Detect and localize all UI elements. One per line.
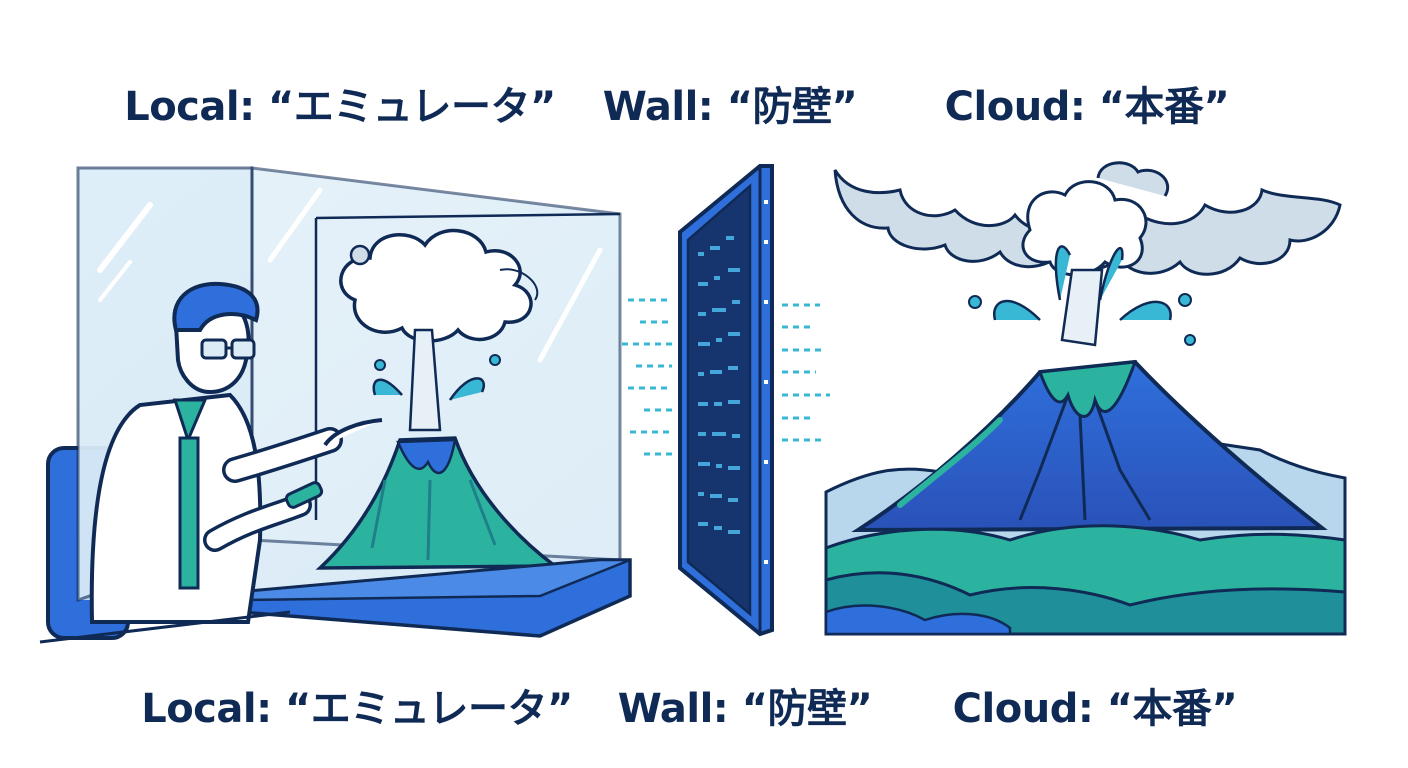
- cloud-volcano-scene: [824, 161, 1347, 636]
- firewall-panel-icon: [622, 164, 830, 637]
- label-local-bottom: Local: “エミュレータ”: [141, 686, 573, 732]
- large-volcano-icon: [851, 359, 1328, 533]
- small-volcano-icon: [315, 436, 561, 570]
- scientist-icon: [89, 281, 383, 624]
- local-scene: [39, 166, 632, 644]
- label-cloud-top: Cloud: “本番”: [944, 84, 1230, 130]
- case-base-icon: [238, 558, 632, 638]
- label-cloud-bottom: Cloud: “本番”: [952, 686, 1238, 732]
- label-wall-top: Wall: “防壁”: [602, 84, 858, 130]
- label-local-top: Local: “エミュレータ”: [124, 84, 556, 130]
- big-smoke-cloud-icon: [833, 161, 1342, 277]
- label-wall-bottom: Wall: “防壁”: [617, 686, 873, 732]
